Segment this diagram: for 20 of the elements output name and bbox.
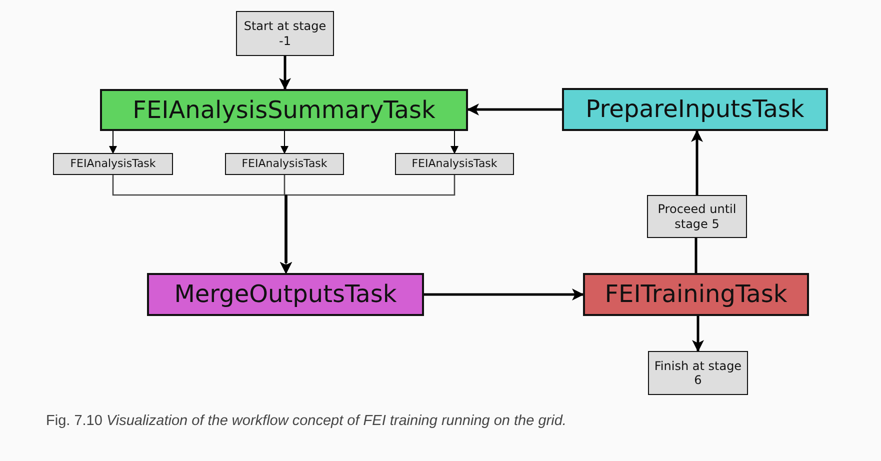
arrow (280, 130, 288, 154)
process-box: Proceed until stage 5 (647, 195, 747, 238)
arrow (692, 316, 704, 352)
arrow (450, 130, 458, 154)
process-box: Finish at stage 6 (648, 351, 748, 395)
task-box: FEIAnalysisTask (225, 153, 344, 175)
arrow (691, 130, 703, 195)
arrow (424, 288, 584, 300)
task-box: FEIAnalysisSummaryTask (100, 89, 468, 131)
task-box: FEITrainingTask (583, 273, 809, 316)
arrow (109, 130, 117, 154)
arrow (467, 104, 562, 116)
task-box: MergeOutputsTask (147, 273, 424, 316)
figure-caption: Fig. 7.10 Visualization of the workflow concept of FEI training running on the grid. (46, 413, 566, 429)
task-box: FEIAnalysisTask (53, 153, 173, 175)
process-box: Start at stage -1 (236, 11, 334, 56)
task-box: PrepareInputsTask (562, 88, 828, 131)
connector-line (694, 238, 698, 273)
task-box: FEIAnalysisTask (395, 153, 514, 175)
arrow (279, 56, 291, 90)
